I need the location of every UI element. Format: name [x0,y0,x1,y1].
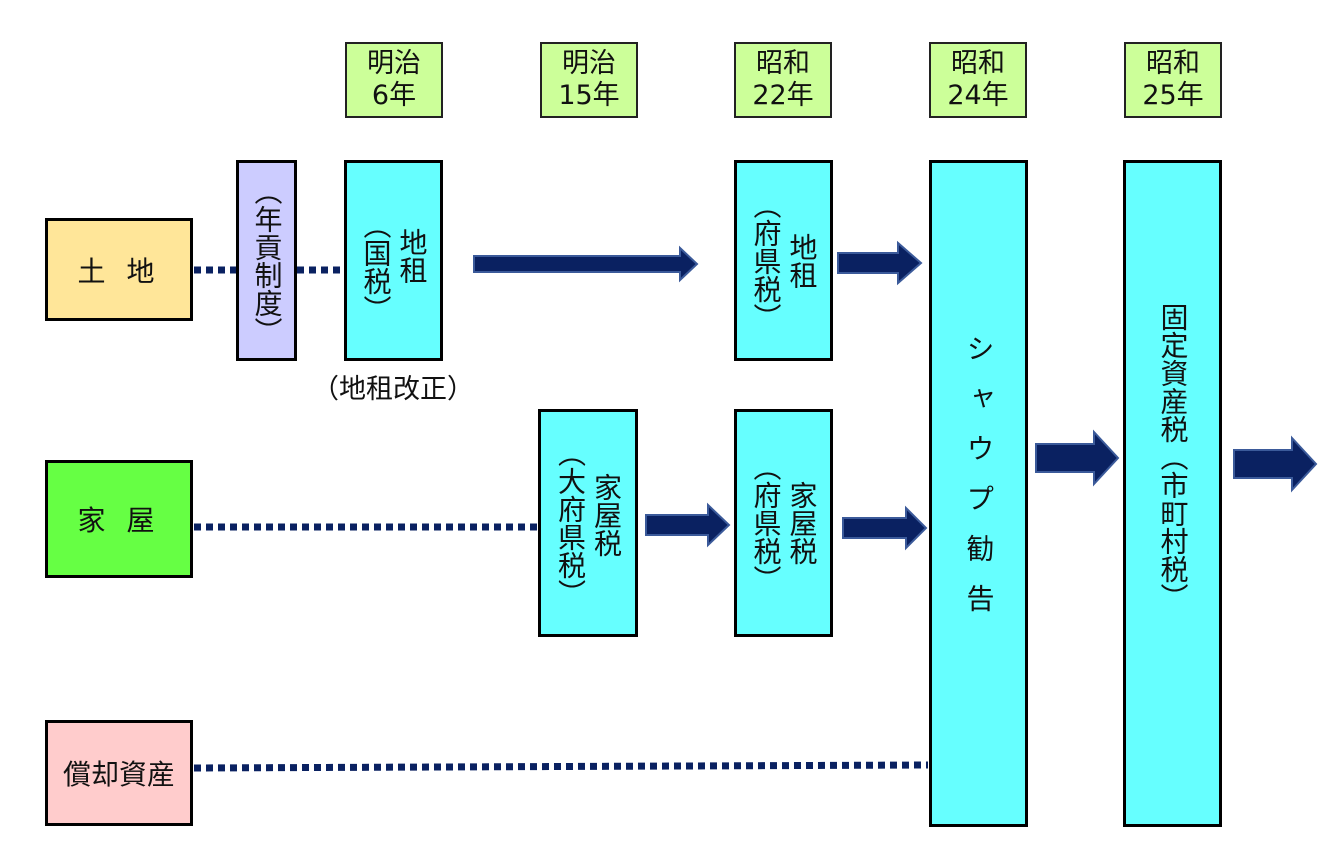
node-sublabel: （府県税） [749,453,783,593]
era-meiji-6: 明治 6年 [345,42,443,118]
category-land: 土 地 [45,218,193,321]
era-label: 昭和 [1146,48,1200,79]
era-showa-25: 昭和 25年 [1124,42,1222,118]
node-kaoku-large-prefectural: 家屋税 （大府県税） [538,409,638,637]
era-year: 6年 [371,80,417,111]
era-showa-24: 昭和 24年 [929,42,1027,118]
node-shoup-recommendation: シャウプ勧告 [929,160,1028,827]
arrow-icon [473,245,699,283]
annotation-chiso-reform: （地租改正） [312,374,474,405]
era-showa-22: 昭和 22年 [734,42,832,118]
dotted-connector-depreciable-shoup [193,761,929,772]
node-sublabel: （府県税） [749,190,783,331]
node-chiso-national: 地租 （国税） [344,160,443,361]
node-label: 家屋税 [590,473,623,557]
node-sublabel: （大府県税） [554,439,587,607]
era-year: 25年 [1142,80,1204,111]
node-label: 地租 [395,227,429,284]
node-sublabel: （市町村税） [1156,443,1190,611]
node-kaoku-prefectural: 家屋税 （府県税） [734,409,833,637]
node-fixed-asset-tax: 固定資産税 （市町村税） [1123,160,1222,827]
era-meiji-15: 明治 15年 [540,42,638,118]
node-sublabel: （国税） [359,210,393,323]
arrow-icon [842,505,928,551]
era-year: 24年 [947,80,1009,111]
node-label: 地租 [785,232,819,289]
category-label: 償却資産 [62,758,175,791]
category-house: 家 屋 [45,460,193,578]
category-depreciable-assets: 償却資産 [45,720,193,826]
era-label: 明治 [367,48,421,79]
node-label: シャウプ勧告 [962,333,996,634]
arrow-icon [1233,435,1318,493]
node-label: 固定資産税 [1156,303,1190,443]
category-label: 土 地 [77,254,161,288]
category-label: 家 屋 [77,504,161,537]
era-label: 昭和 [951,48,1005,79]
era-year: 22年 [752,80,814,111]
era-label: 昭和 [756,48,810,79]
node-label: （年貢制度） [250,176,284,345]
era-label: 明治 [562,48,616,79]
era-year: 15年 [558,80,620,111]
node-nengu-system: （年貢制度） [236,160,297,361]
arrow-icon [1035,429,1120,487]
node-label: 家屋税 [785,481,819,565]
arrow-icon [645,502,731,548]
node-chiso-prefectural: 地租 （府県税） [734,160,833,361]
arrow-icon [837,240,923,286]
